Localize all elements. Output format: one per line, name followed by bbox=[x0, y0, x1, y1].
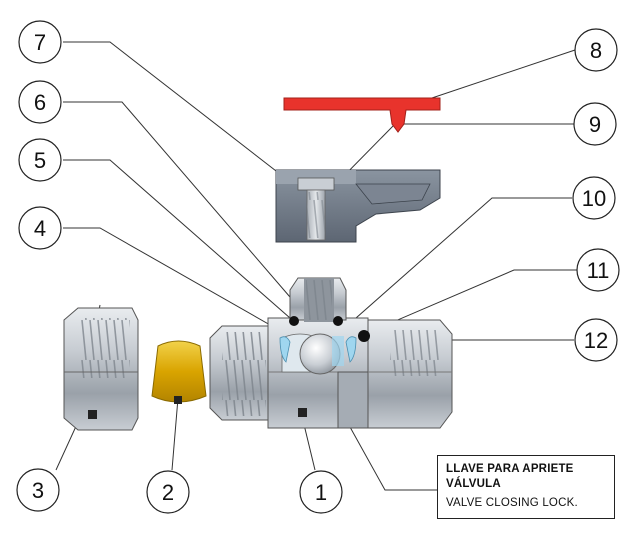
callout-12: 12 bbox=[574, 318, 618, 362]
callout-8-label: 8 bbox=[590, 38, 602, 63]
callout-10-label: 10 bbox=[582, 186, 606, 211]
callout-5: 5 bbox=[18, 138, 62, 182]
callout-8: 8 bbox=[574, 28, 618, 72]
callout-4: 4 bbox=[18, 206, 62, 250]
note-spanish-line2: VÁLVULA bbox=[446, 478, 501, 490]
part-handle-body bbox=[275, 169, 441, 243]
note-spanish-line1: LLAVE PARA APRIETE bbox=[446, 463, 574, 475]
callout-9-label: 9 bbox=[589, 112, 601, 137]
callout-11: 11 bbox=[576, 248, 620, 292]
part-ferrule bbox=[151, 340, 207, 404]
callout-1: 1 bbox=[299, 470, 343, 514]
callout-1-label: 1 bbox=[315, 480, 327, 505]
callout-12-label: 12 bbox=[584, 328, 608, 353]
callout-2: 2 bbox=[146, 470, 190, 514]
callout-4-label: 4 bbox=[34, 216, 46, 241]
callout-6: 6 bbox=[18, 80, 62, 124]
part-red-handle bbox=[283, 97, 441, 133]
callout-7: 7 bbox=[18, 20, 62, 64]
part-valve-body bbox=[209, 277, 453, 429]
callout-10: 10 bbox=[572, 176, 616, 220]
callout-3-label: 3 bbox=[32, 478, 44, 503]
callout-5-label: 5 bbox=[34, 148, 46, 173]
callout-7-label: 7 bbox=[34, 30, 46, 55]
callout-2-label: 2 bbox=[162, 480, 174, 505]
callout-3: 3 bbox=[16, 468, 60, 512]
note-english: VALVE CLOSING LOCK. bbox=[446, 497, 578, 509]
part-nut bbox=[63, 307, 139, 431]
callout-6-label: 6 bbox=[34, 90, 46, 115]
callout-9: 9 bbox=[573, 102, 617, 146]
valve-closing-lock-note: LLAVE PARA APRIETE VÁLVULA VALVE CLOSING… bbox=[437, 455, 615, 519]
callout-11-label: 11 bbox=[587, 258, 610, 283]
